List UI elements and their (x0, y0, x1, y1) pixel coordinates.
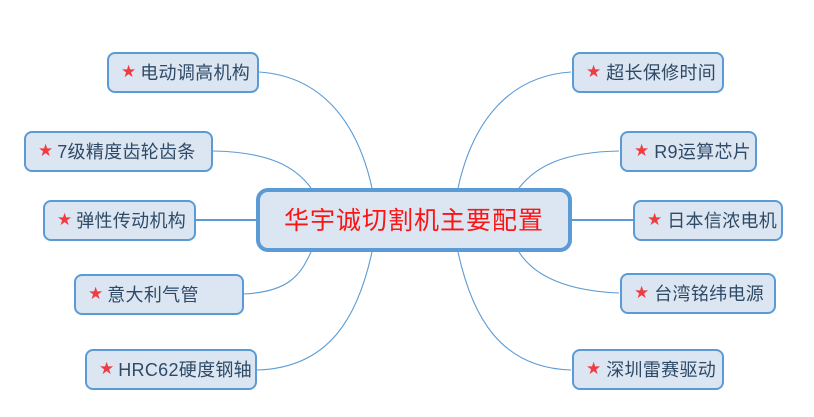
node-right-4[interactable]: ★ 台湾铭纬电源 (620, 273, 776, 314)
star-icon: ★ (57, 210, 73, 229)
node-label: 7级精度齿轮齿条 (57, 141, 196, 162)
node-left-1[interactable]: ★ 电动调高机构 (107, 52, 259, 93)
node-label: 电动调高机构 (140, 62, 251, 83)
node-label: 弹性传动机构 (76, 210, 187, 231)
star-icon: ★ (586, 62, 602, 81)
star-icon: ★ (647, 210, 663, 229)
node-label: 深圳雷赛驱动 (606, 359, 717, 380)
node-left-5[interactable]: ★ HRC62硬度钢轴 (85, 349, 257, 390)
node-label: 台湾铭纬电源 (654, 283, 765, 304)
node-label: 日本信浓电机 (667, 210, 778, 231)
connector-left-5 (256, 251, 373, 371)
node-label: R9运算芯片 (654, 141, 752, 162)
node-label: 超长保修时间 (606, 62, 717, 83)
node-right-5[interactable]: ★ 深圳雷赛驱动 (572, 349, 724, 390)
center-node-label: 华宇诚切割机主要配置 (283, 205, 544, 235)
connector-left-4 (242, 251, 312, 295)
connector-right-5 (457, 251, 572, 371)
node-label: HRC62硬度钢轴 (118, 359, 252, 380)
connector-left-1 (258, 71, 373, 189)
star-icon: ★ (586, 359, 602, 378)
center-node[interactable]: 华宇诚切割机主要配置 (256, 188, 572, 252)
star-icon: ★ (634, 283, 650, 302)
star-icon: ★ (99, 359, 115, 378)
node-right-3[interactable]: ★ 日本信浓电机 (633, 200, 783, 241)
connector-right-2 (518, 150, 620, 189)
star-icon: ★ (634, 141, 650, 160)
node-right-2[interactable]: ★ R9运算芯片 (620, 131, 757, 172)
node-left-3[interactable]: ★ 弹性传动机构 (43, 200, 196, 241)
star-icon: ★ (88, 284, 104, 303)
node-left-4[interactable]: ★ 意大利气管 (74, 274, 244, 315)
star-icon: ★ (121, 62, 137, 81)
connector-right-1 (457, 71, 572, 189)
node-label: 意大利气管 (107, 284, 199, 305)
connector-left-2 (212, 150, 312, 189)
connector-right-4 (518, 251, 620, 294)
star-icon: ★ (38, 141, 54, 160)
node-left-2[interactable]: ★ 7级精度齿轮齿条 (24, 131, 213, 172)
node-right-1[interactable]: ★ 超长保修时间 (572, 52, 724, 93)
